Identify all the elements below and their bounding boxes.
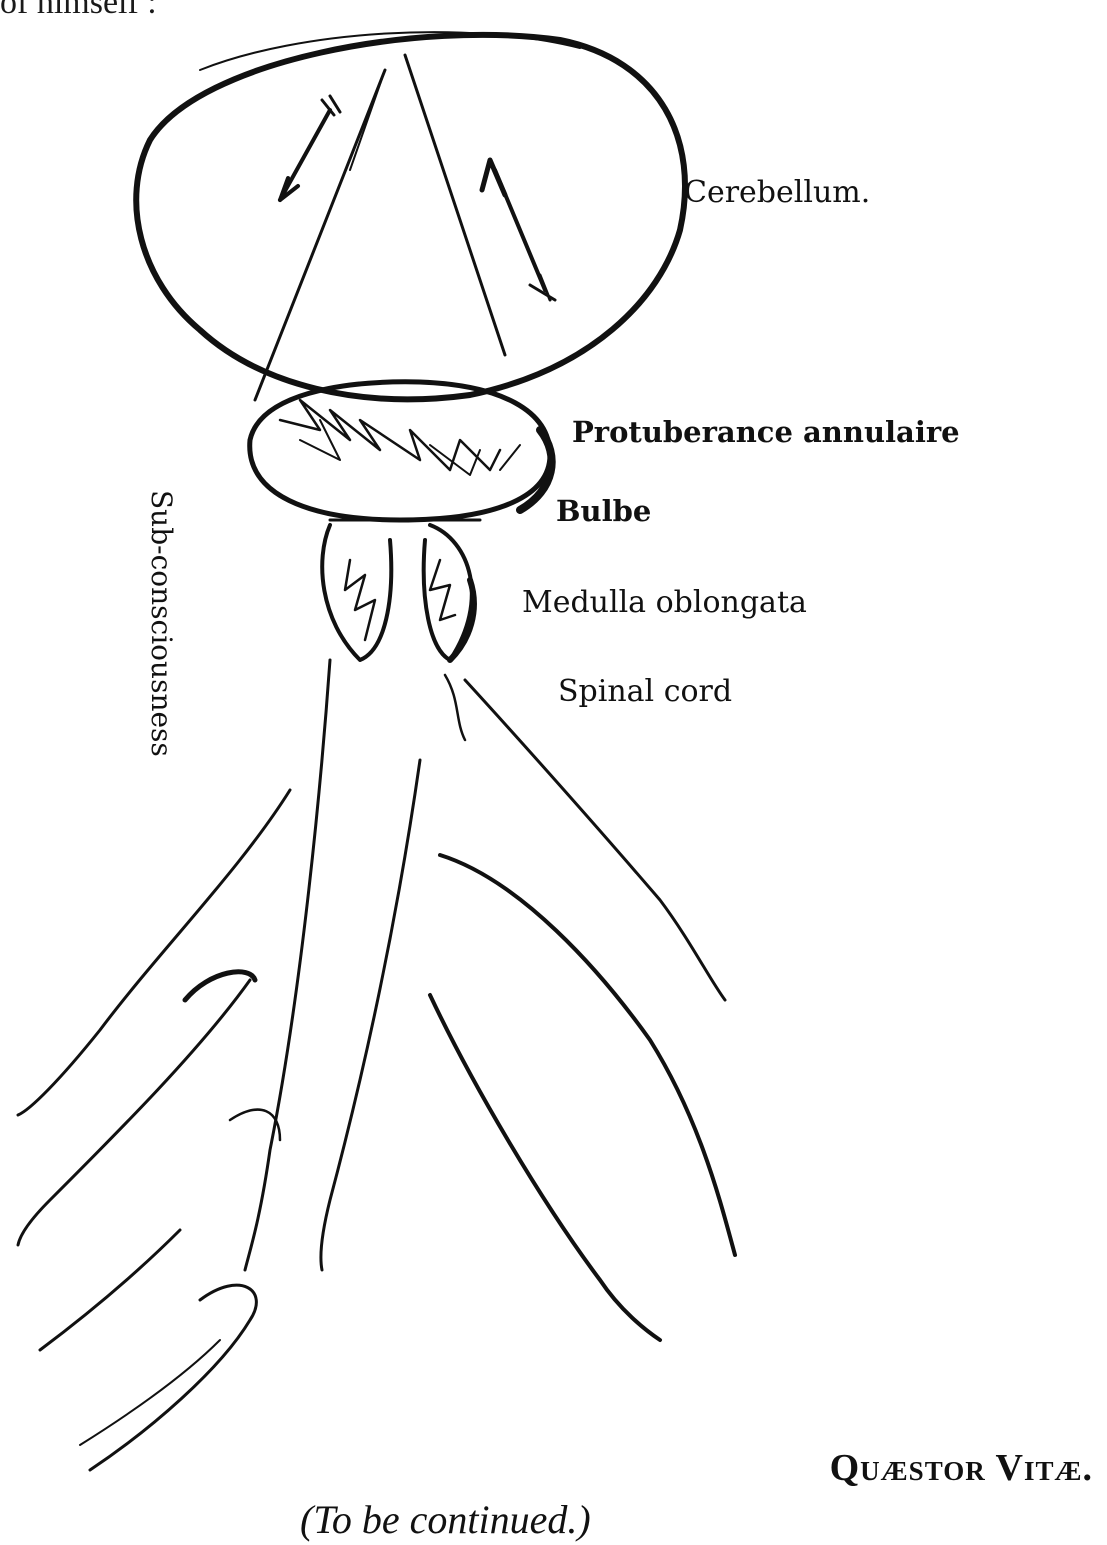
cerebellum-triangle [255, 55, 505, 400]
label-protuberance-annulaire: Protuberance annulaire [572, 418, 960, 447]
medulla-lobes [322, 520, 480, 660]
label-spinal-cord: Spinal cord [558, 677, 732, 707]
label-sub-consciousness: Sub-consciousness [138, 490, 178, 830]
nerve-branches-right [430, 680, 735, 1340]
label-bulbe: Bulbe [556, 497, 651, 526]
spinal-cord [245, 660, 465, 1270]
label-medulla-oblongata: Medulla oblongata [522, 588, 807, 618]
cerebellum-outline [136, 32, 685, 399]
protuberance-outline [250, 382, 552, 520]
arrow-up-right-icon [482, 160, 555, 300]
label-cerebellum: Cerebellum. [684, 178, 870, 208]
nerve-branches-left [18, 790, 290, 1470]
arrow-down-left-icon [280, 96, 340, 200]
to-be-continued-note: (To be continued.) [300, 1496, 591, 1543]
author-signature: Quæstor Vitæ. [830, 1446, 1093, 1490]
